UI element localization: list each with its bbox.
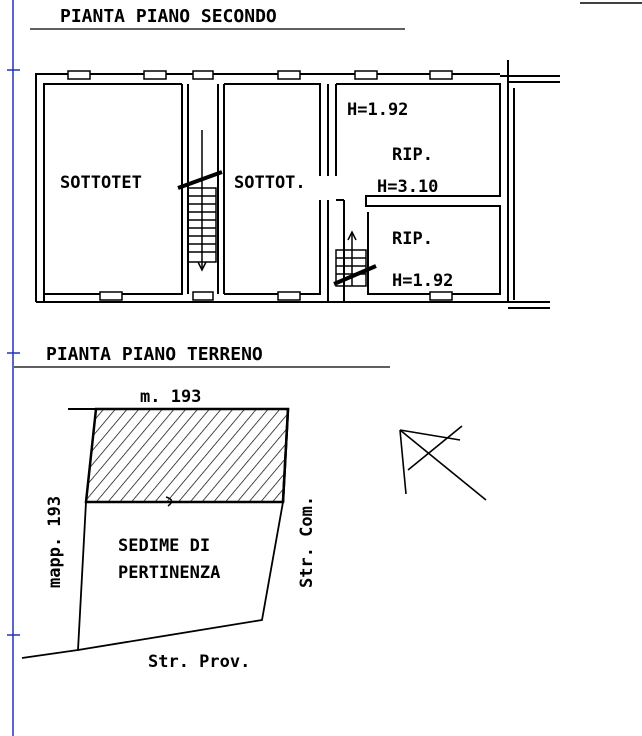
side-staircase: [333, 230, 377, 287]
room-label-sottotetto-left: SOTTOTET: [60, 173, 142, 193]
height-label-2: H=3.10: [377, 177, 438, 197]
area-label-line-1: SEDIME DI: [118, 536, 210, 556]
room-label-sottotetto-right: SOTTOT.: [234, 173, 306, 193]
area-label-line-2: PERTINENZA: [118, 563, 220, 583]
road-label-south: Str. Prov.: [148, 652, 250, 672]
room-label-ripostiglio-lower: RIP.: [392, 229, 433, 249]
road-label-east: Str. Com.: [297, 496, 317, 588]
heading-upper-floor: PIANTA PIANO SECONDO: [60, 6, 277, 27]
parcel-label-north: m. 193: [140, 387, 201, 407]
height-label-3: H=1.92: [392, 271, 453, 291]
height-label-1: H=1.92: [347, 100, 408, 120]
margin-line: [7, 0, 20, 736]
heading-ground-floor: PIANTA PIANO TERRENO: [46, 344, 263, 365]
orientation-arrow-icon: [399, 425, 487, 501]
parcel-label-west: mapp. 193: [45, 496, 65, 588]
main-staircase: [177, 130, 223, 272]
room-label-ripostiglio-upper: RIP.: [392, 145, 433, 165]
site-parcel: [21, 407, 290, 659]
upper-floor-windows: [67, 70, 453, 301]
upper-floor-walls: [35, 60, 560, 309]
